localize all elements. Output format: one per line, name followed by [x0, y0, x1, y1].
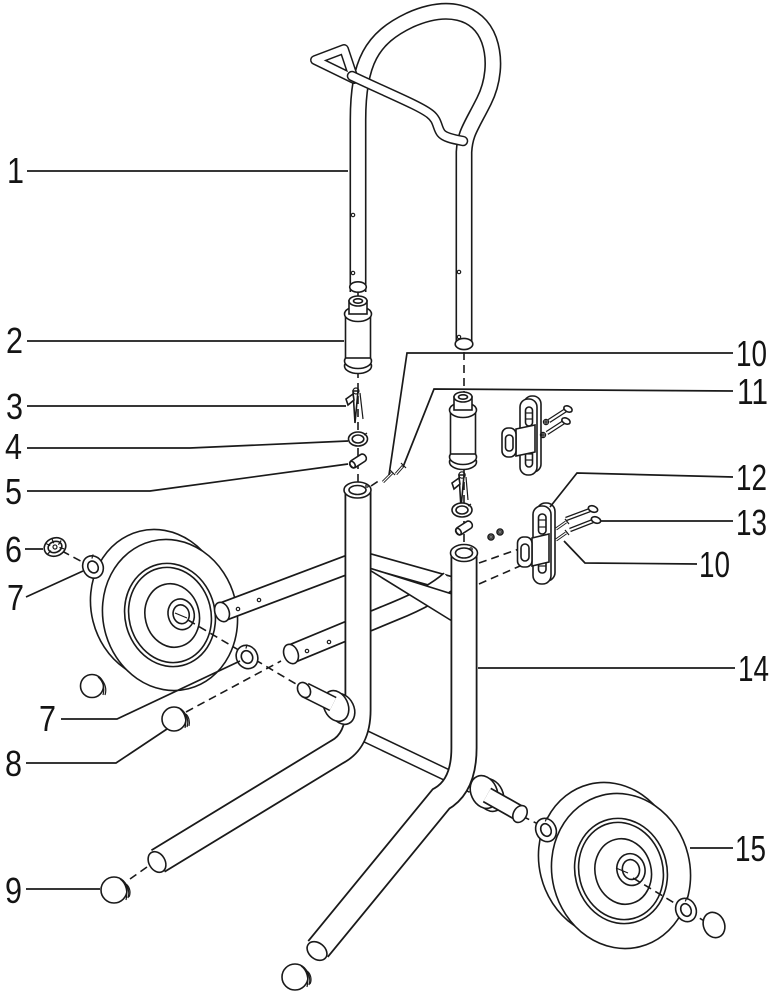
- mounting-bracket-lower: [516, 502, 556, 585]
- leader-line-4: [27, 440, 349, 449]
- callout-label-15: 15: [735, 828, 766, 869]
- right-axle-washer-inner: [534, 817, 558, 843]
- hardware-parts: [43, 295, 726, 991]
- tube-cap-front-rail: [161, 706, 190, 732]
- callout-labels: 1 2 3 4 5 6 7 7 8 9 10 11 12 13 10 14 15: [5, 150, 769, 911]
- callout-label-9: 9: [5, 870, 22, 911]
- left-hub-slot: [174, 612, 188, 619]
- mounting-bracket-upper: [501, 395, 542, 476]
- leader-line-12: [549, 472, 734, 508]
- leader-lines: [25, 170, 735, 890]
- right-wheel-rim: [573, 817, 669, 925]
- callout-label-14: 14: [738, 648, 769, 689]
- pal-nut: [43, 536, 67, 558]
- roll-pin: [348, 453, 368, 469]
- leader-line-5: [27, 463, 349, 492]
- tube-cap-rear-stub: [79, 673, 107, 699]
- callout-label-7a: 7: [7, 577, 24, 618]
- cart-frame: [147, 481, 529, 962]
- tube-cap-left-leg: [100, 876, 131, 904]
- callout-label-13: 13: [736, 502, 767, 543]
- hairpin-clip: [345, 387, 364, 424]
- left-wheel: [89, 528, 239, 692]
- callout-label-2: 2: [6, 320, 23, 361]
- leader-line-8: [26, 728, 168, 764]
- right-axle-washer-outer: [674, 897, 698, 923]
- handle-sleeve-right: [448, 391, 478, 471]
- callout-label-3: 3: [6, 386, 23, 427]
- roll-pin-right: [454, 520, 474, 536]
- left-wheel-rim: [123, 562, 217, 668]
- leader-line-10a: [388, 352, 733, 476]
- callout-label-10b: 10: [699, 544, 730, 585]
- callout-label-10a: 10: [736, 333, 767, 374]
- right-axle-end-cap: [702, 911, 726, 939]
- leader-line-10b: [563, 540, 698, 565]
- leader-line-7b: [61, 660, 241, 720]
- right-wheel: [537, 781, 692, 950]
- handle-sleeve: [343, 295, 373, 375]
- callout-label-12: 12: [736, 457, 767, 498]
- tube-cap-right-leg: [281, 963, 312, 991]
- retaining-ring: [347, 431, 369, 447]
- callout-label-1: 1: [7, 150, 24, 191]
- retaining-ring-right: [451, 502, 473, 518]
- leader-line-11: [402, 388, 734, 468]
- right-hub-slot: [615, 867, 629, 874]
- callout-label-6: 6: [5, 529, 22, 570]
- bracket-screws-13: [565, 504, 602, 533]
- leader-line-7a: [25, 570, 84, 598]
- axle-washer-inner: [235, 644, 259, 670]
- callout-label-4: 4: [5, 426, 22, 467]
- axle-washer-outer: [81, 554, 105, 579]
- callout-label-11: 11: [737, 371, 768, 412]
- handle-assembly: [310, 2, 502, 351]
- small-screws: [381, 462, 570, 542]
- callout-label-8: 8: [5, 743, 22, 784]
- hairpin-clip-right: [451, 471, 469, 509]
- callout-label-5: 5: [5, 471, 22, 512]
- callout-label-7b: 7: [39, 698, 56, 739]
- bracket-screws-upper: [539, 405, 573, 439]
